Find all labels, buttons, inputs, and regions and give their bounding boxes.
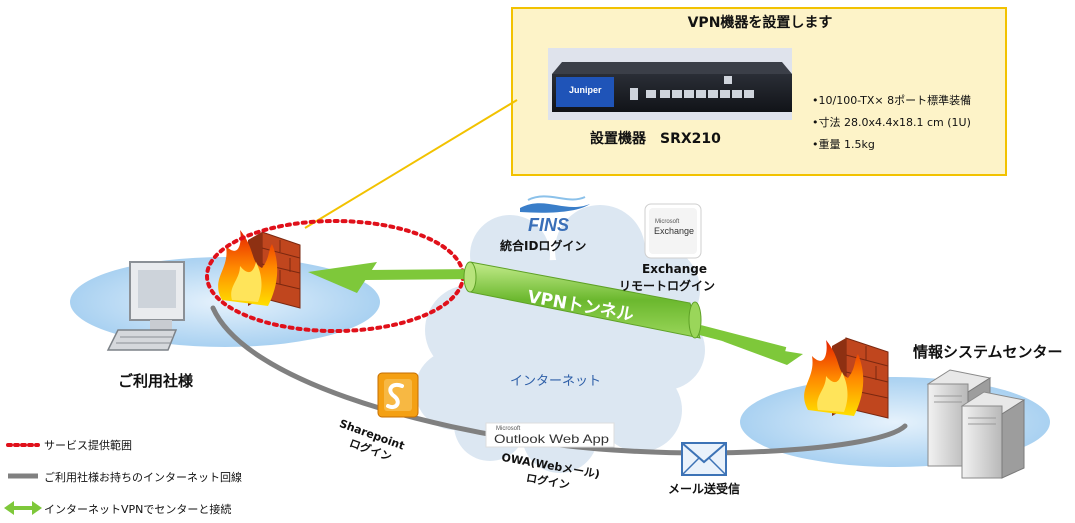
exchange-icon <box>644 203 702 259</box>
device-spec-ports: •10/100-TX× 8ポート標準装備 <box>812 94 972 107</box>
device-caption: 設置機器 SRX210 <box>590 131 721 147</box>
owa-logo-box <box>485 422 615 448</box>
mail-label: メール送受信 <box>668 482 741 496</box>
device-spec-weight: •重量 1.5kg <box>812 138 875 151</box>
srx210-device-image <box>548 48 792 120</box>
sharepoint-icon <box>377 372 419 418</box>
device-spec-size: •寸法 28.0x4.4x18.1 cm (1U) <box>812 116 971 129</box>
customer-label: ご利用社様 <box>118 372 194 390</box>
legend-green-arrow-marker <box>4 501 42 515</box>
exchange-logo-small: Microsoft <box>655 219 680 225</box>
device-box-title: VPN機器を設置します <box>687 15 833 31</box>
legend-item-service-range: サービス提供範囲 <box>44 439 132 452</box>
customer-firewall-icon <box>218 230 301 309</box>
legend-item-vpn-connection: インターネットVPNでセンターと接続 <box>44 503 232 516</box>
center-server-icon <box>926 369 1026 479</box>
fins-logo <box>520 195 590 213</box>
device-brand-logo: Juniper <box>569 85 602 95</box>
owa-logo-text: Outlook Web App <box>494 432 609 446</box>
customer-computer-icon <box>106 261 185 351</box>
fins-logo-text: FINS <box>528 215 569 235</box>
exchange-logo-text: Exchange <box>654 226 694 236</box>
callout-line <box>304 99 518 229</box>
internet-label: インターネット <box>510 374 602 389</box>
legend-item-internet-line: ご利用社様お持ちのインターネット回線 <box>44 471 242 484</box>
center-label: 情報システムセンター <box>913 343 1063 361</box>
exchange-label-1: Exchange <box>642 262 707 276</box>
exchange-label-2: リモートログイン <box>618 279 715 293</box>
fins-label: 統合IDログイン <box>500 239 587 253</box>
mail-envelope-icon <box>681 442 727 476</box>
vpn-tunnel[interactable] <box>308 261 803 365</box>
center-firewall-icon <box>804 337 889 419</box>
owa-logo-small: Microsoft <box>496 426 521 432</box>
